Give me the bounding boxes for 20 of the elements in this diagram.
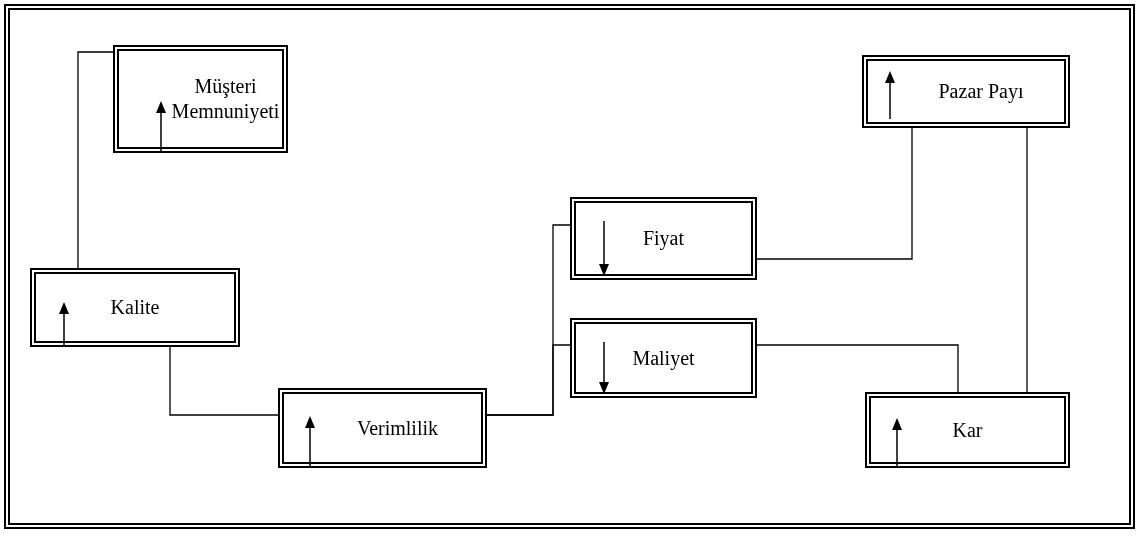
factor-box	[862, 55, 1070, 128]
connector-line	[486, 344, 571, 416]
factor-label: Maliyet	[632, 345, 695, 371]
factor-label: Verimlilik	[356, 415, 439, 441]
factor-label: Kar	[952, 417, 983, 443]
connector-line	[756, 127, 913, 260]
factor-label: Kalite	[110, 295, 160, 320]
factor-label: Pazar Payı	[938, 79, 1024, 104]
factor-box	[30, 268, 240, 347]
connector-line	[1026, 127, 1028, 393]
connector-line	[169, 346, 279, 416]
factor-box	[113, 45, 288, 153]
factor-label: Müşteri Memnuniyeti	[170, 74, 281, 124]
factor-box	[278, 388, 487, 468]
connector-line	[756, 344, 959, 393]
factor-box	[570, 197, 757, 280]
factor-box	[865, 392, 1070, 468]
connector-line	[77, 51, 114, 269]
factor-label: Fiyat	[642, 226, 685, 251]
factor-box	[570, 318, 757, 398]
